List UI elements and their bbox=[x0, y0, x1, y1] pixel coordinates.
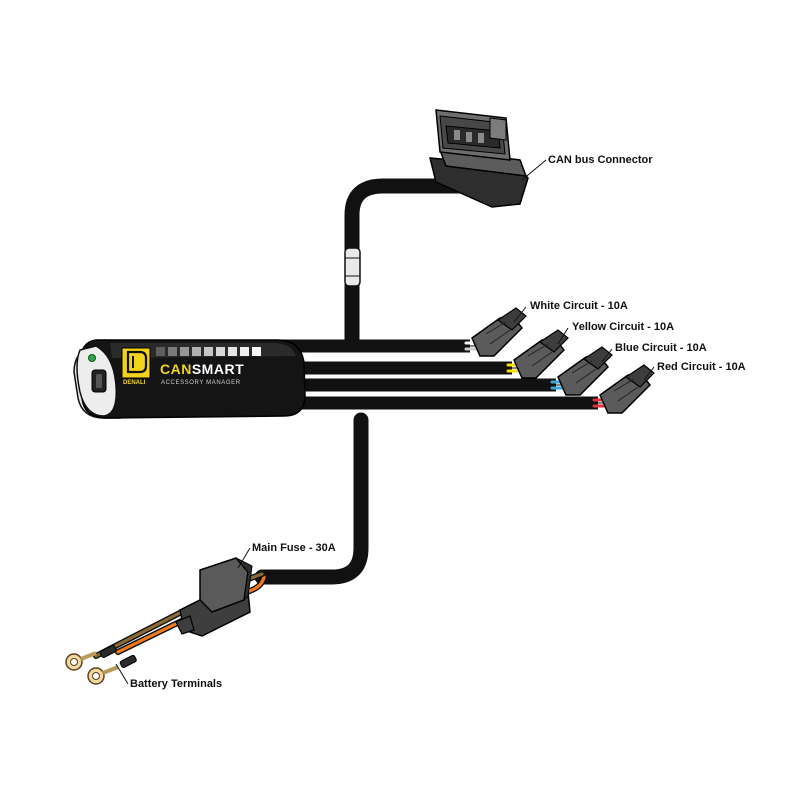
inline-splice bbox=[344, 247, 361, 287]
yellow-circuit-connector bbox=[513, 329, 569, 379]
main-fuse-label: Main Fuse - 30A bbox=[252, 542, 336, 554]
leader-lines bbox=[115, 159, 655, 685]
blue-circuit-label: Blue Circuit - 10A bbox=[615, 342, 707, 354]
red-circuit-connector bbox=[599, 364, 655, 414]
red-circuit-label: Red Circuit - 10A bbox=[657, 361, 746, 373]
product-name-smart: SMART bbox=[192, 361, 244, 377]
ring-terminals bbox=[65, 651, 119, 685]
cansmart-module: DENALI CANSMART ACCESSORY MANAGER bbox=[73, 338, 306, 419]
can-bus-connector-label: CAN bus Connector bbox=[548, 154, 653, 166]
terminal-sleeves bbox=[99, 644, 137, 669]
product-subtitle: ACCESSORY MANAGER bbox=[161, 380, 241, 386]
brand-mark: DENALI bbox=[123, 380, 146, 386]
product-name-can: CAN bbox=[160, 361, 192, 377]
product-name: CANSMART bbox=[160, 361, 244, 377]
battery-terminals-label: Battery Terminals bbox=[130, 678, 223, 690]
output-cables bbox=[280, 339, 598, 410]
led-bar bbox=[156, 347, 261, 356]
denali-logo-icon bbox=[121, 347, 151, 379]
white-circuit-label: White Circuit - 10A bbox=[530, 300, 628, 312]
main-cable-trunk bbox=[254, 178, 478, 585]
status-led-icon bbox=[88, 354, 96, 362]
usb-port-icon[interactable] bbox=[91, 369, 107, 393]
yellow-circuit-label: Yellow Circuit - 10A bbox=[572, 321, 675, 333]
main-fuse-holder bbox=[175, 557, 253, 637]
blue-circuit-connector bbox=[557, 346, 613, 396]
white-circuit-connector bbox=[471, 307, 527, 357]
can-bus-connector bbox=[429, 109, 529, 208]
